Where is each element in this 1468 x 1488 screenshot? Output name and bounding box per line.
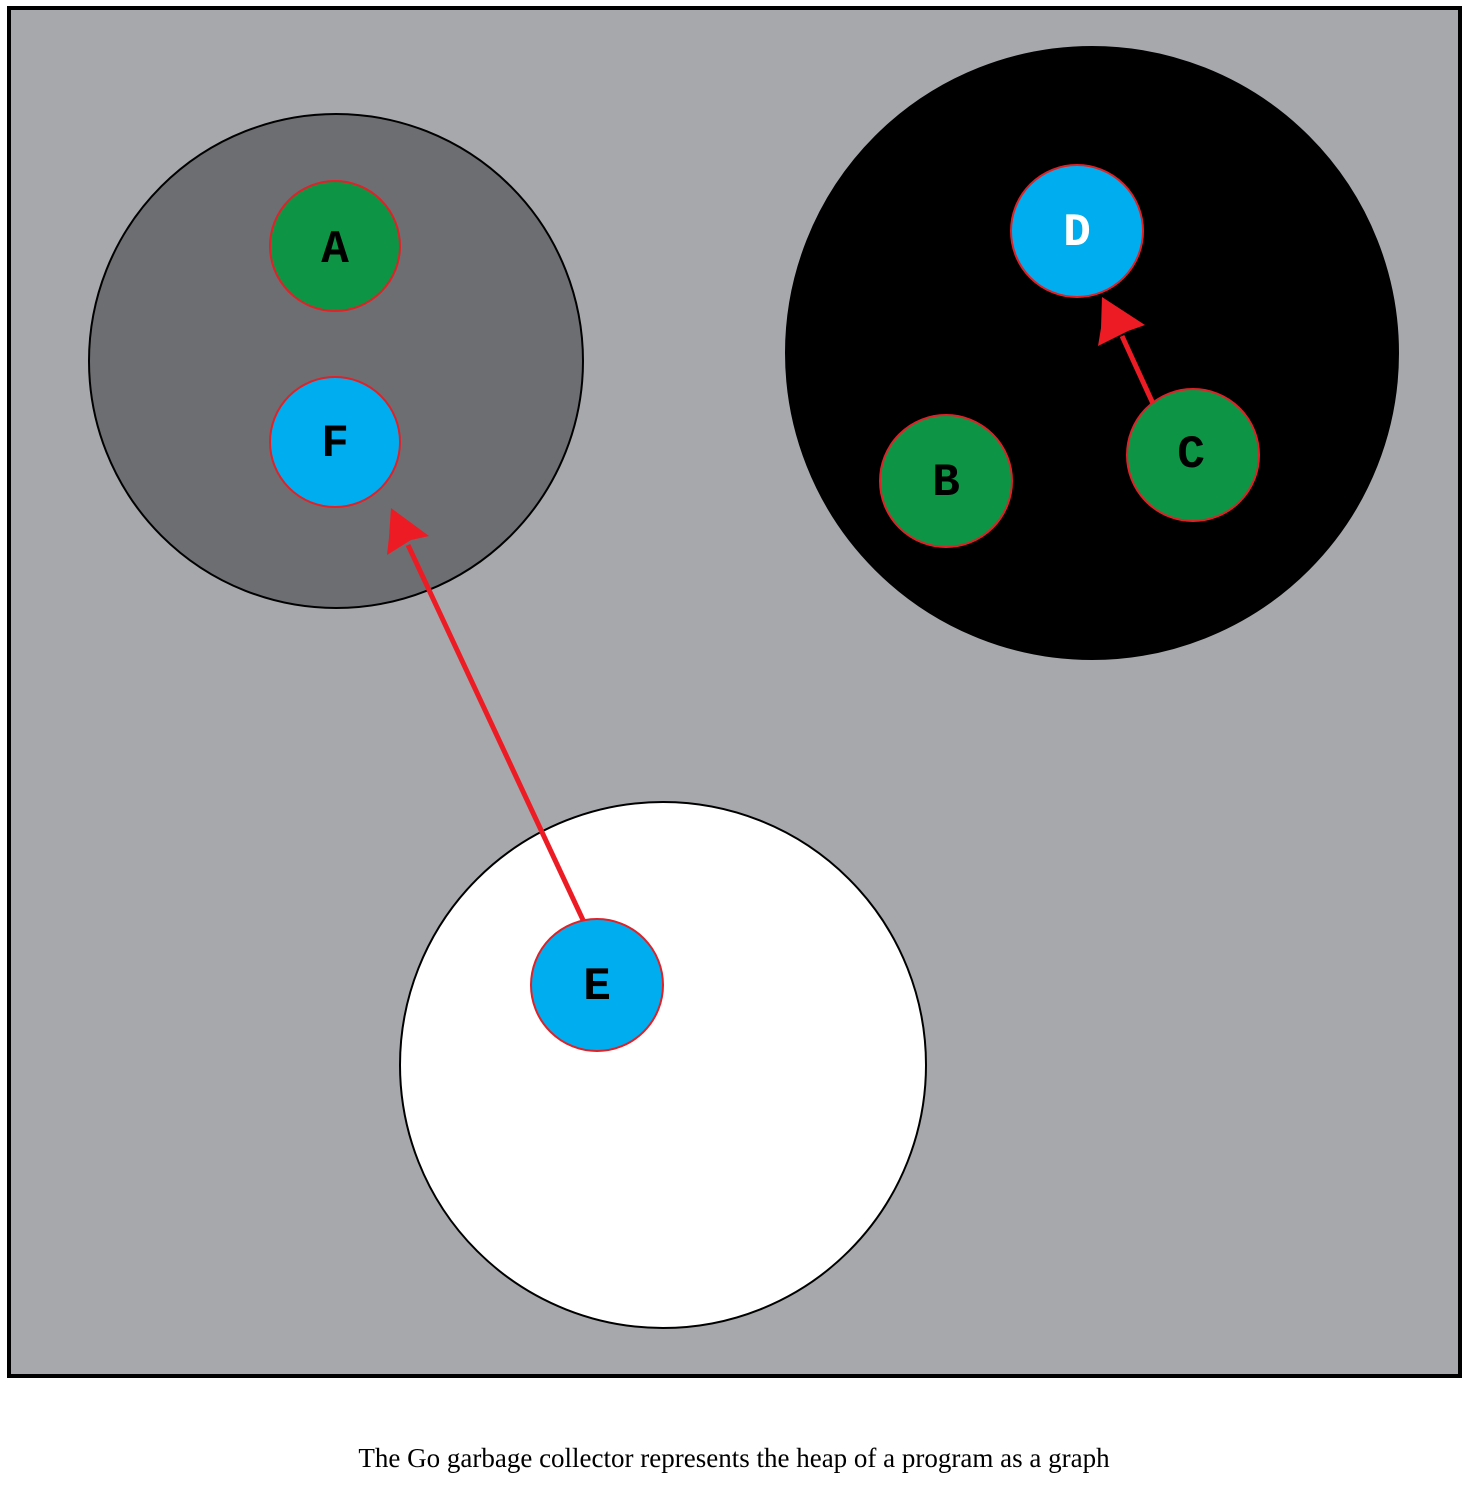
node-d-label: D [1063, 207, 1091, 259]
node-f-label: F [321, 418, 349, 470]
node-c: C [1126, 388, 1260, 522]
node-d: D [1010, 164, 1144, 298]
black-set-region [785, 46, 1399, 660]
figure-caption: The Go garbage collector represents the … [358, 1443, 1110, 1473]
node-b-label: B [932, 457, 960, 509]
node-e-circle [530, 918, 664, 1052]
node-a-circle [269, 180, 401, 312]
node-a-label: A [321, 224, 349, 276]
edge-e-to-f [405, 543, 586, 922]
edge-e-to-f-arrowhead [387, 508, 429, 555]
edge-c-to-d-arrowhead [1098, 297, 1145, 346]
node-a: A [269, 180, 401, 312]
heap-graph-diagram: A F D B C E [7, 6, 1462, 1378]
white-set-region [399, 801, 927, 1329]
node-e-label: E [583, 961, 611, 1013]
node-e: E [530, 918, 664, 1052]
node-c-circle [1126, 388, 1260, 522]
node-c-label: C [1177, 429, 1205, 481]
node-f-circle [269, 376, 401, 508]
node-d-circle [1010, 164, 1144, 298]
node-b-circle [879, 414, 1013, 548]
grey-set-region [88, 113, 584, 609]
node-b: B [879, 414, 1013, 548]
edge-c-to-d [1119, 334, 1158, 410]
node-f: F [269, 376, 401, 508]
